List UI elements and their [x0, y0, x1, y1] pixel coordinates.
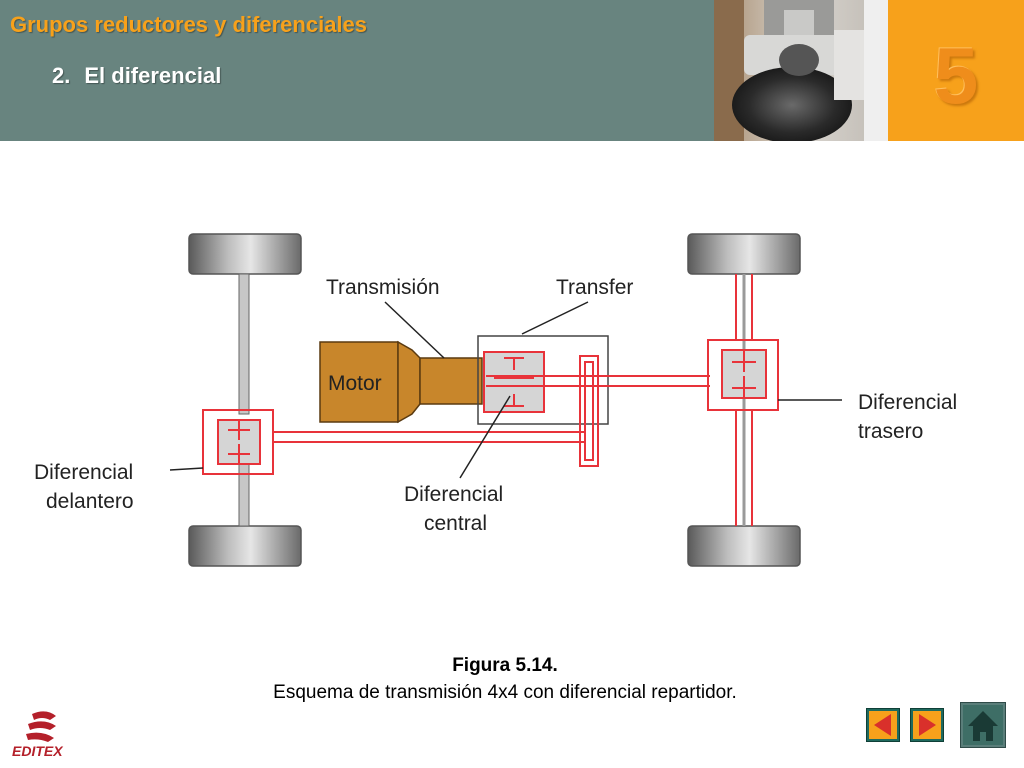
front-differential: [202, 409, 290, 475]
figure-caption: Figura 5.14. Esquema de transmisión 4x4 …: [0, 652, 1010, 706]
transfer-chain: [579, 355, 599, 467]
label-transfer: Transfer: [556, 276, 633, 299]
figure-description: Esquema de transmisión 4x4 con diferenci…: [273, 682, 737, 703]
motor-block: [319, 340, 483, 424]
arrow-right-icon: [910, 708, 944, 742]
transmission-4x4-diagram: Transmisión Transfer Motor Diferencial t…: [34, 233, 957, 567]
label-rear-diff-line2: trasero: [858, 420, 923, 443]
front-left-wheel: [188, 233, 302, 275]
home-icon: [960, 702, 1006, 748]
arrow-left-icon: [866, 708, 900, 742]
editex-logo-text: EDITEX: [12, 743, 64, 758]
label-front-diff-line1: Diferencial: [34, 461, 133, 484]
figure-number: Figura 5.14.: [452, 655, 558, 676]
section-heading: 2. El diferencial: [52, 63, 221, 89]
rear-axle: [735, 274, 753, 526]
chapter-badge: 5: [888, 0, 1024, 141]
front-driveshaft: [280, 431, 585, 443]
chapter-number: 5: [933, 31, 979, 120]
section-title: El diferencial: [84, 63, 222, 88]
section-number: 2.: [52, 63, 71, 88]
differential-photo: [714, 0, 888, 141]
editex-logo: EDITEX: [10, 710, 80, 763]
home-button[interactable]: [960, 702, 1006, 748]
label-center-diff-line2: central: [424, 512, 487, 535]
leader-lines: [169, 301, 842, 479]
front-axle: [238, 273, 250, 527]
rear-left-wheel: [687, 233, 801, 275]
front-right-wheel: [188, 525, 302, 567]
page-title: Grupos reductores y diferenciales: [10, 12, 368, 37]
rear-differential: [690, 339, 779, 411]
transfer-case-outline: [477, 335, 609, 425]
previous-button[interactable]: [866, 708, 900, 742]
label-rear-diff-line1: Diferencial: [858, 391, 957, 414]
label-motor: Motor: [328, 372, 382, 395]
label-transmission: Transmisión: [326, 276, 440, 299]
label-center-diff-line1: Diferencial: [404, 483, 503, 506]
rear-right-wheel: [687, 525, 801, 567]
rear-driveshaft: [486, 375, 710, 387]
label-front-diff-line2: delantero: [46, 490, 134, 513]
next-button[interactable]: [910, 708, 944, 742]
